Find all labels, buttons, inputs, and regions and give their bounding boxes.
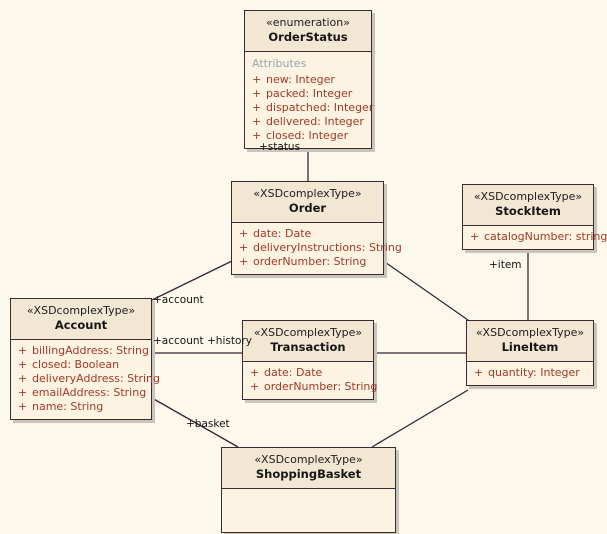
edge-label-basket: +basket xyxy=(186,418,230,430)
class-header-transaction: «XSDcomplexType» Transaction xyxy=(243,321,373,362)
class-stereotype: «XSDcomplexType» xyxy=(26,304,136,317)
attribute-visibility: + xyxy=(252,101,262,114)
class-name: LineItem xyxy=(501,340,559,354)
attribute-text: orderNumber: String xyxy=(253,255,367,268)
class-box-stockitem[interactable]: «XSDcomplexType» StockItem + catalogNumbe… xyxy=(462,184,607,250)
class-attributes-transaction: + date: Date + orderNumber: String xyxy=(243,362,377,399)
class-header-orderstatus: «enumeration» OrderStatus xyxy=(245,11,371,52)
class-header-stockitem: «XSDcomplexType» StockItem xyxy=(463,185,593,226)
class-header-order: «XSDcomplexType» Order xyxy=(232,182,383,223)
edge-label-account-order: +account xyxy=(153,294,204,306)
attribute-visibility: + xyxy=(252,115,262,128)
class-name: StockItem xyxy=(495,204,561,218)
class-name: Order xyxy=(288,201,327,215)
class-box-order[interactable]: «XSDcomplexType» Order + date: Date + deli… xyxy=(231,181,402,275)
attribute-text: packed: Integer xyxy=(266,87,353,100)
attribute-text: deliveryAddress: String xyxy=(32,372,161,385)
edge-label-account-transaction: +account xyxy=(153,335,204,347)
class-stereotype: «enumeration» xyxy=(266,16,350,29)
class-header-lineitem: «XSDcomplexType» LineItem xyxy=(467,321,593,362)
attribute-text: billingAddress: String xyxy=(32,344,149,357)
class-header-account: «XSDcomplexType» Account xyxy=(11,299,151,340)
attribute-row: + closed: Integer xyxy=(245,129,371,143)
attribute-row: + closed: Boolean xyxy=(11,358,151,372)
attribute-row: + emailAddress: String xyxy=(11,386,151,400)
attribute-text: emailAddress: String xyxy=(32,386,147,399)
class-box-account[interactable]: «XSDcomplexType» Account + billingAddress… xyxy=(10,298,160,420)
class-attributes-orderstatus: Attributes + new: Integer + packed: Intege… xyxy=(245,52,374,148)
class-attributes-stockitem: + catalogNumber: string xyxy=(463,226,607,249)
attribute-row: + packed: Integer xyxy=(245,87,371,101)
attribute-text: catalogNumber: string xyxy=(484,230,607,243)
attribute-visibility: + xyxy=(250,366,260,379)
attribute-row: + deliveryAddress: String xyxy=(11,372,160,386)
attribute-visibility: + xyxy=(239,255,249,268)
attribute-visibility: + xyxy=(250,380,260,393)
class-stereotype: «XSDcomplexType» xyxy=(253,187,362,200)
connector-order-lineitem[interactable] xyxy=(381,259,469,321)
class-name: Transaction xyxy=(270,340,346,354)
attribute-visibility: + xyxy=(474,366,484,379)
class-attributes-account: + billingAddress: String + closed: Boolean… xyxy=(11,340,160,419)
attribute-visibility: + xyxy=(252,87,262,100)
edge-label-history: +history xyxy=(207,335,252,347)
class-stereotype: «XSDcomplexType» xyxy=(475,326,585,339)
attribute-row: + orderNumber: String xyxy=(232,255,383,269)
attribute-visibility: + xyxy=(239,227,249,240)
edge-label-status: +status xyxy=(259,141,301,153)
attribute-row: + orderNumber: String xyxy=(243,380,377,394)
attribute-row: + date: Date xyxy=(232,227,383,241)
class-box-lineitem[interactable]: «XSDcomplexType» LineItem + quantity: Int… xyxy=(466,320,594,386)
attribute-row: + billingAddress: String xyxy=(11,344,151,358)
class-box-shoppingbasket[interactable]: «XSDcomplexType» ShoppingBasket xyxy=(221,447,396,533)
attribute-visibility: + xyxy=(470,230,480,243)
class-name: Account xyxy=(54,318,108,332)
attribute-row: + date: Date xyxy=(243,366,373,380)
attribute-visibility: + xyxy=(18,372,28,385)
class-attributes-order: + date: Date + deliveryInstructions: Strin… xyxy=(232,223,402,274)
attribute-text: date: Date xyxy=(253,227,312,240)
attribute-text: orderNumber: String xyxy=(264,380,378,393)
attribute-visibility: + xyxy=(18,358,28,371)
connector-lineitem-shoppingbasket[interactable] xyxy=(371,389,469,448)
attribute-row: + delivered: Integer xyxy=(245,115,371,129)
class-attributes-lineitem: + quantity: Integer xyxy=(467,362,593,385)
edge-label-item: +item xyxy=(489,259,522,271)
attribute-text: name: String xyxy=(32,400,104,413)
class-attributes-shoppingbasket xyxy=(222,489,395,532)
attribute-row: + new: Integer xyxy=(245,73,371,87)
attribute-row: + catalogNumber: string xyxy=(463,230,607,244)
attribute-text: dispatched: Integer xyxy=(266,101,374,114)
attribute-text: new: Integer xyxy=(266,73,335,86)
class-name: OrderStatus xyxy=(268,30,348,44)
class-stereotype: «XSDcomplexType» xyxy=(253,326,363,339)
attribute-visibility: + xyxy=(239,241,249,254)
attribute-row: + dispatched: Integer xyxy=(245,101,374,115)
attribute-row: + name: String xyxy=(11,400,151,414)
class-header-shoppingbasket: «XSDcomplexType» ShoppingBasket xyxy=(222,448,395,489)
class-box-orderstatus[interactable]: «enumeration» OrderStatus Attributes + ne… xyxy=(244,10,374,149)
attribute-visibility: + xyxy=(18,344,28,357)
attribute-text: closed: Boolean xyxy=(32,358,120,371)
attribute-text: delivered: Integer xyxy=(266,115,364,128)
attribute-visibility: + xyxy=(18,400,28,413)
attribute-visibility: + xyxy=(252,129,262,142)
class-stereotype: «XSDcomplexType» xyxy=(473,190,583,203)
attribute-row: + deliveryInstructions: String xyxy=(232,241,402,255)
attribute-text: date: Date xyxy=(264,366,323,379)
attribute-text: deliveryInstructions: String xyxy=(253,241,402,254)
class-name: ShoppingBasket xyxy=(255,467,362,481)
attribute-text: quantity: Integer xyxy=(488,366,580,379)
attribute-visibility: + xyxy=(18,386,28,399)
attribute-visibility: + xyxy=(252,73,262,86)
attribute-text: closed: Integer xyxy=(266,129,349,142)
attributes-section-label: Attributes xyxy=(252,57,307,70)
class-stereotype: «XSDcomplexType» xyxy=(254,453,363,466)
class-box-transaction[interactable]: «XSDcomplexType» Transaction + date: Date… xyxy=(242,320,377,400)
attribute-row: + quantity: Integer xyxy=(467,366,593,380)
